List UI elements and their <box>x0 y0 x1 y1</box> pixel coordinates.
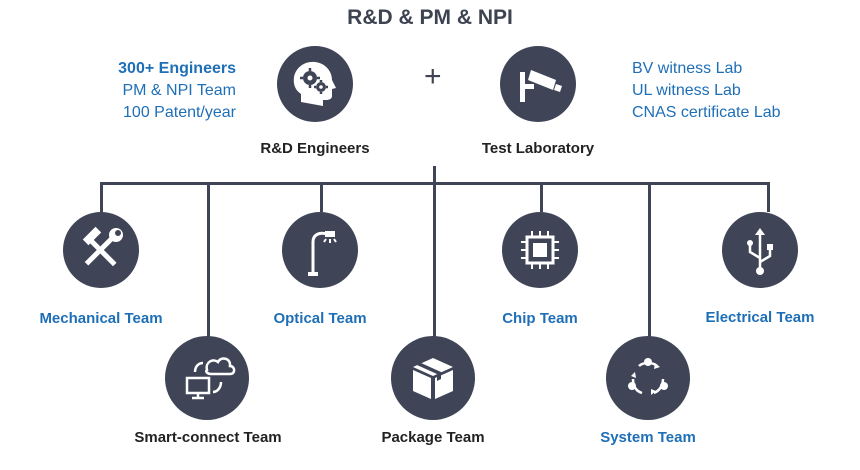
system-team-label: System Team <box>600 429 696 446</box>
stat-patents: 100 Patent/year <box>123 104 236 121</box>
engineer-stats: 300+ Engineers PM & NPI Team 100 Patent/… <box>96 58 236 124</box>
test-laboratory-label: Test Laboratory <box>481 140 595 157</box>
connector-optical <box>320 182 323 212</box>
stat-cnas-lab: CNAS certificate Lab <box>632 104 781 121</box>
package-team-label: Package Team <box>381 429 485 446</box>
hammer-wrench-icon <box>82 226 123 267</box>
plus-sign: + <box>424 60 442 93</box>
rd-engineers-label: R&D Engineers <box>260 140 370 157</box>
stat-pm-npi: PM & NPI Team <box>122 82 236 99</box>
connector-electrical <box>767 182 770 212</box>
page-title: R&D & PM & NPI <box>347 6 513 29</box>
mechanical-team-node <box>63 212 139 288</box>
system-team-node <box>606 336 690 420</box>
street-lamp-icon <box>308 231 337 276</box>
cloud-monitor-icon <box>185 357 236 400</box>
chip-icon <box>521 231 559 269</box>
connector-mechanical <box>100 182 103 212</box>
chip-team-label: Chip Team <box>502 310 578 327</box>
box-icon <box>413 358 453 399</box>
connector-trunk <box>433 166 436 356</box>
mechanical-team-label: Mechanical Team <box>39 310 163 327</box>
connector-chip <box>540 182 543 212</box>
usb-icon <box>747 228 773 275</box>
head-gears-icon <box>293 61 336 106</box>
lab-camera-icon <box>520 70 562 102</box>
smart-connect-team-label: Smart-connect Team <box>134 429 282 446</box>
lab-stats: BV witness Lab UL witness Lab CNAS certi… <box>632 58 832 124</box>
stat-engineers: 300+ Engineers <box>118 60 236 77</box>
connector-horizontal <box>100 182 770 185</box>
stat-ul-lab: UL witness Lab <box>632 82 741 99</box>
chip-team-node <box>502 212 578 288</box>
optical-team-label: Optical Team <box>273 310 367 327</box>
electrical-team-label: Electrical Team <box>705 309 815 326</box>
connector-system <box>648 182 651 337</box>
smart-connect-team-node <box>165 336 249 420</box>
rd-engineers-node <box>277 46 353 122</box>
stat-bv-lab: BV witness Lab <box>632 60 743 77</box>
optical-team-node <box>282 212 358 288</box>
cycle-icon <box>628 358 668 395</box>
test-laboratory-node <box>500 46 576 122</box>
electrical-team-node <box>722 212 798 288</box>
connector-smart-connect <box>207 182 210 337</box>
package-team-node <box>391 336 475 420</box>
